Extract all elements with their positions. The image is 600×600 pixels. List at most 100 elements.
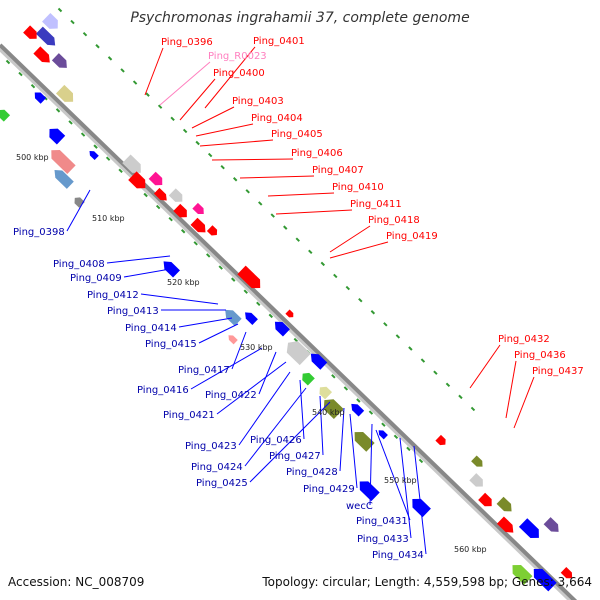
leader-line: [66, 189, 91, 232]
leader-line: [191, 106, 235, 129]
gene-label: Ping_0431: [356, 516, 408, 527]
tick-mark: [118, 168, 123, 174]
gene-arrow: [319, 386, 333, 400]
tick-mark: [283, 225, 288, 230]
leader-line: [195, 123, 254, 137]
gene-label: Ping_R0023: [208, 51, 267, 62]
gene-arrow: [56, 84, 74, 102]
gene-arrow: [35, 26, 56, 46]
tick-mark: [356, 398, 361, 403]
tick-mark: [195, 140, 200, 146]
tick-mark: [82, 31, 88, 37]
gene-arrow: [285, 309, 294, 318]
gene-arrow: [323, 399, 344, 420]
leader-line: [399, 437, 412, 539]
gene-arrow: [543, 517, 559, 532]
tick-mark: [420, 358, 426, 363]
gene-label: Ping_0425: [196, 478, 248, 489]
tick-mark: [343, 386, 349, 391]
gene-arrow: [378, 430, 388, 440]
tick-mark: [345, 285, 351, 291]
leader-line: [204, 46, 256, 109]
gene-label: Ping_0428: [286, 467, 338, 478]
tick-mark: [232, 177, 238, 182]
leader-line: [505, 360, 517, 419]
tick-mark: [381, 422, 386, 427]
topology-summary: Topology: circular; Length: 4,559,598 bp…: [261, 575, 592, 589]
leader-line: [275, 209, 353, 215]
leader-line: [198, 323, 239, 344]
leader-line: [258, 351, 277, 395]
leader-line: [211, 158, 294, 161]
map-title: Psychromonas ingrahamii 37, complete gen…: [130, 10, 469, 26]
leader-line: [349, 413, 358, 489]
leader-line: [244, 387, 307, 467]
leader-line: [231, 331, 247, 370]
leader-line: [216, 361, 287, 415]
leader-line: [329, 225, 371, 253]
gene-arrow: [33, 46, 50, 63]
gene-arrow: [192, 202, 204, 215]
gene-label: Ping_0419: [386, 231, 438, 242]
leader-line: [178, 317, 233, 328]
gene-label: Ping_0410: [332, 182, 384, 193]
gene-label: Ping_0422: [205, 390, 257, 401]
gene-arrow: [168, 188, 183, 202]
gene-label: Ping_0436: [514, 350, 566, 361]
tick-mark: [132, 80, 138, 85]
gene-arrow: [496, 516, 514, 533]
leader-line: [329, 241, 389, 259]
gene-arrow: [518, 518, 539, 538]
gene-arrow: [206, 225, 218, 236]
tick-mark: [458, 394, 463, 400]
gene-label: Ping_0424: [191, 462, 243, 473]
gene-arrow: [51, 53, 67, 68]
gene-arrow: [302, 372, 315, 386]
gene-arrow: [225, 309, 242, 326]
tick-mark: [168, 216, 173, 222]
tick-mark: [293, 337, 299, 343]
gene-arrow: [153, 187, 167, 201]
kbp-marker: 510 kbp: [92, 214, 125, 223]
tick-mark: [120, 68, 125, 73]
leader-line: [469, 344, 501, 389]
tick-mark: [295, 237, 300, 242]
gene-arrow: [351, 403, 365, 417]
gene-label: Ping_0434: [372, 550, 424, 561]
kbp-marker: 530 kbp: [240, 343, 273, 352]
gene-label: Ping_0418: [368, 215, 420, 226]
gene-label: Ping_0404: [251, 113, 303, 124]
tick-mark: [408, 346, 413, 351]
leader-line: [179, 78, 216, 121]
leader-line: [123, 267, 177, 278]
kbp-marker: 500 kbp: [16, 153, 49, 162]
tick-mark: [243, 289, 248, 294]
gene-arrow: [34, 92, 47, 104]
tick-mark: [395, 334, 401, 339]
gene-label: Ping_0429: [303, 484, 355, 495]
accession-text: Accession: NC_008709: [8, 575, 144, 589]
tick-mark: [445, 382, 451, 387]
tick-mark: [333, 273, 338, 279]
tick-mark: [320, 261, 326, 267]
tick-mark: [70, 19, 75, 25]
gene-arrow: [310, 353, 328, 370]
leader-line: [238, 371, 291, 446]
gene-label: Ping_0396: [161, 37, 213, 48]
tick-mark: [145, 92, 150, 97]
kbp-marker: 550 kbp: [384, 476, 417, 485]
tick-mark: [30, 83, 36, 89]
gene-arrow: [412, 498, 431, 518]
leader-line: [267, 192, 335, 197]
tick-mark: [256, 301, 261, 306]
gene-label: Ping_0405: [271, 129, 323, 140]
backbone: [0, 43, 578, 600]
leader-line: [319, 395, 324, 456]
gene-arrow: [190, 217, 206, 233]
tick-mark: [406, 446, 411, 452]
gene-label: Ping_0412: [87, 290, 139, 301]
kbp-marker: 540 kbp: [312, 408, 345, 417]
tick-mark: [370, 310, 376, 315]
